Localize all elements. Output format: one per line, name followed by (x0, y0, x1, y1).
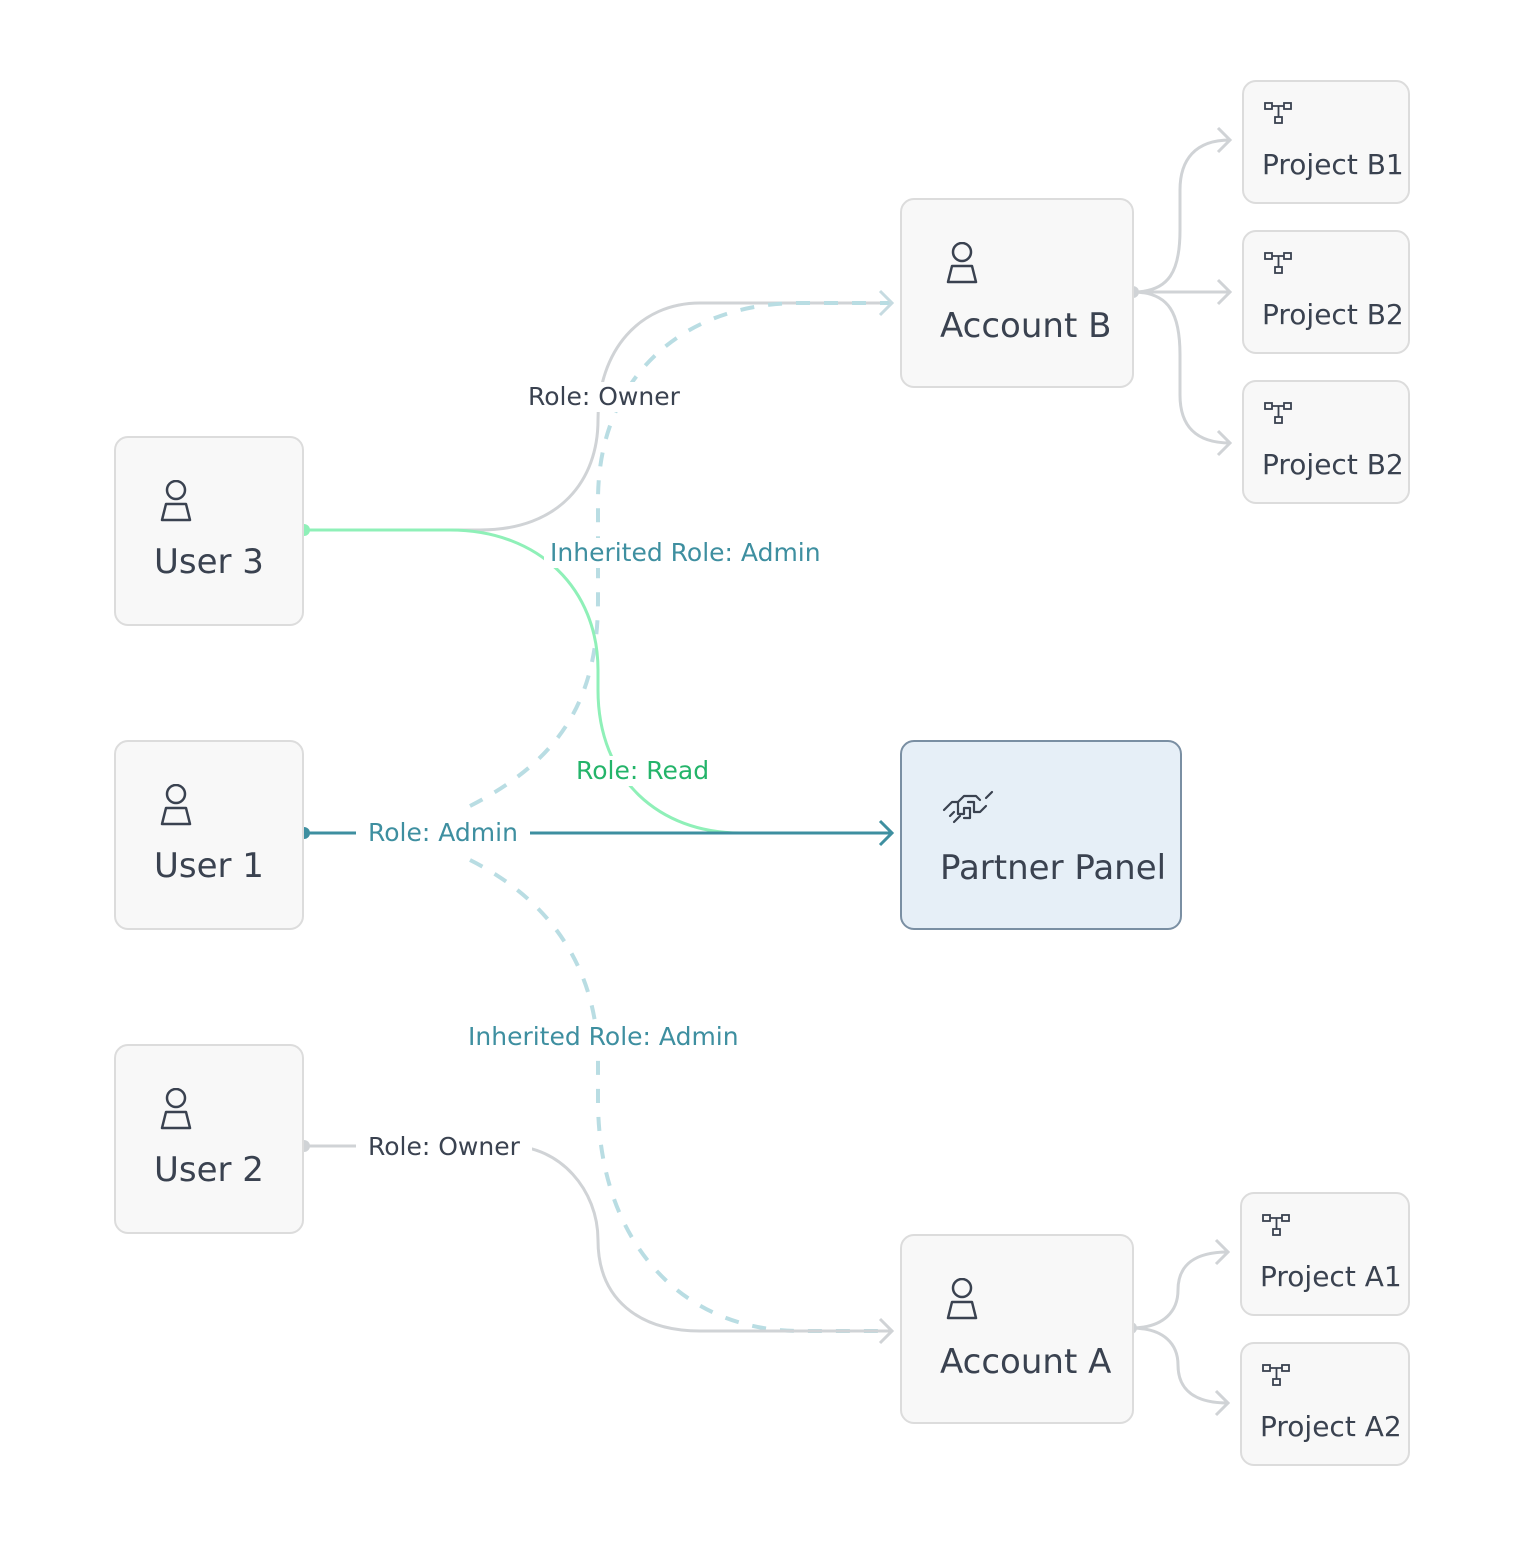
edge-label-user1-inherited-a: Inherited Role: Admin (462, 1022, 745, 1052)
edge-user2-owner (304, 1144, 890, 1333)
node-label: Project B2 (1262, 298, 1404, 331)
edge-label-user1-admin: Role: Admin (356, 818, 530, 848)
node-user-1[interactable]: User 1 (114, 740, 304, 930)
node-account-a[interactable]: Account A (900, 1234, 1134, 1424)
handshake-icon (942, 790, 994, 824)
edges-account-a-projects (1130, 1238, 1231, 1417)
node-label: User 3 (154, 542, 264, 582)
arrowhead-partner-panel (878, 819, 895, 847)
node-account-b[interactable]: Account B (900, 198, 1134, 388)
hierarchy-icon (1264, 252, 1292, 274)
node-label: User 2 (154, 1150, 264, 1190)
edge-label-user1-inherited-b: Inherited Role: Admin (544, 538, 827, 568)
node-label: Project A2 (1260, 1410, 1402, 1443)
arrowhead-account-a (878, 1317, 895, 1345)
hierarchy-icon (1262, 1364, 1290, 1386)
edge-label-user3-read: Role: Read (570, 756, 716, 786)
user-icon (160, 784, 192, 826)
account-icon (946, 242, 978, 284)
node-user-2[interactable]: User 2 (114, 1044, 304, 1234)
hierarchy-icon (1264, 402, 1292, 424)
edge-user1-inherited-b (469, 301, 890, 808)
user-icon (160, 1088, 192, 1130)
account-icon (946, 1278, 978, 1320)
edge-user3-read (304, 528, 741, 835)
node-user-3[interactable]: User 3 (114, 436, 304, 626)
node-project-b2-second[interactable]: Project B2 (1242, 380, 1410, 504)
node-project-a2[interactable]: Project A2 (1240, 1342, 1410, 1466)
node-label: User 1 (154, 846, 264, 886)
edge-label-user3-owner: Role: Owner (522, 382, 686, 412)
node-label: Account A (940, 1342, 1112, 1382)
node-label: Project A1 (1260, 1260, 1402, 1293)
arrowhead-account-b (878, 289, 895, 317)
hierarchy-icon (1264, 102, 1292, 124)
edge-user1-inherited-a (469, 858, 890, 1333)
edge-label-user2-owner: Role: Owner (356, 1132, 532, 1162)
node-project-b2[interactable]: Project B2 (1242, 230, 1410, 354)
edges-account-b-projects (1132, 126, 1233, 457)
node-label: Partner Panel (940, 848, 1167, 888)
node-label: Project B2 (1262, 448, 1404, 481)
node-project-b1[interactable]: Project B1 (1242, 80, 1410, 204)
user-icon (160, 480, 192, 522)
node-label: Account B (940, 306, 1112, 346)
node-project-a1[interactable]: Project A1 (1240, 1192, 1410, 1316)
edge-user3-owner (304, 301, 890, 532)
hierarchy-icon (1262, 1214, 1290, 1236)
node-partner-panel[interactable]: Partner Panel (900, 740, 1182, 930)
node-label: Project B1 (1262, 148, 1404, 181)
